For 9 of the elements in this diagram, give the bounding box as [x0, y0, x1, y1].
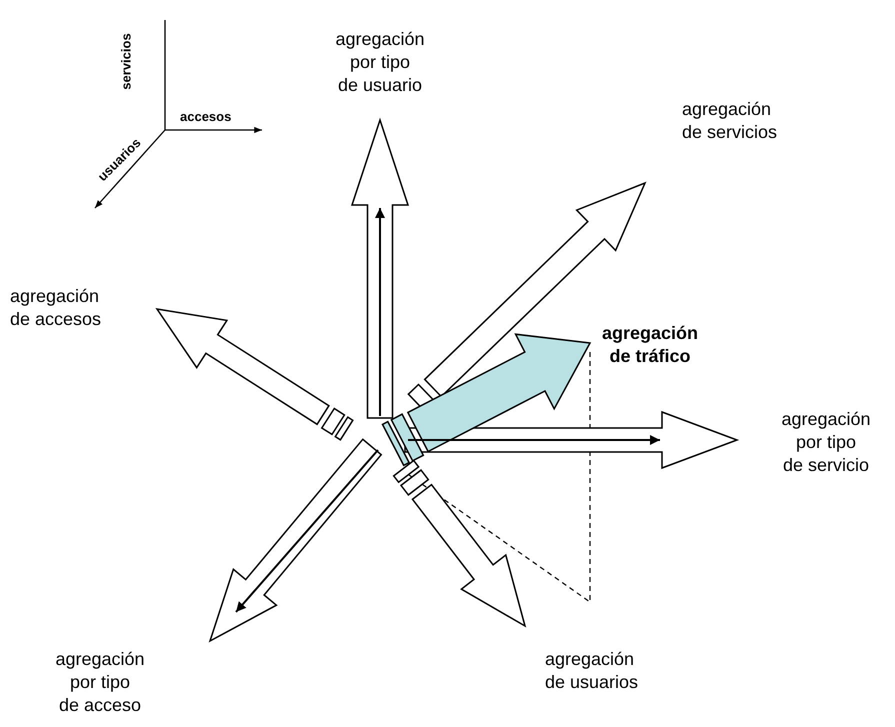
- arrow-label: agregación de usuarios: [545, 648, 640, 694]
- arrow-label: agregación por tipo de usuario: [334, 28, 426, 97]
- arrow-label: agregación por tipo de acceso: [54, 648, 146, 717]
- axis-label: servicios: [118, 33, 134, 90]
- axis-label: accesos: [180, 109, 232, 124]
- arrow-label: agregación de tráfico: [600, 322, 700, 368]
- arrow-label: agregación de servicios: [682, 98, 778, 144]
- arrow-label: agregación de accesos: [10, 285, 102, 331]
- arrow-label: agregación por tipo de servicio: [780, 408, 872, 477]
